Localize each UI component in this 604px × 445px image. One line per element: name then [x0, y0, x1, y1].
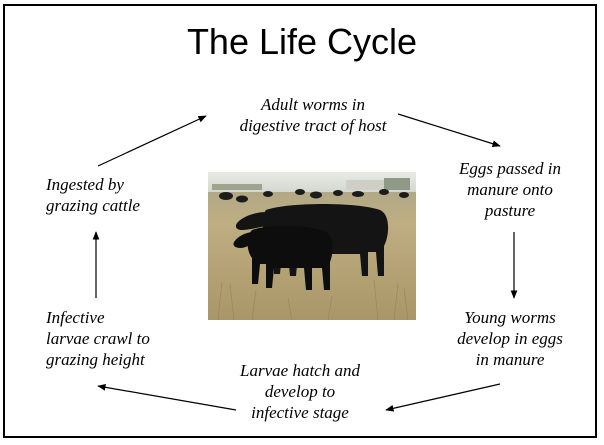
arrow-ingested-to-adult — [98, 116, 206, 166]
arrow-adult-to-eggs — [398, 114, 500, 146]
arrow-young-to-larvae — [386, 384, 500, 410]
arrow-larvae-to-crawl — [98, 386, 236, 410]
cattle-photo — [208, 172, 416, 320]
